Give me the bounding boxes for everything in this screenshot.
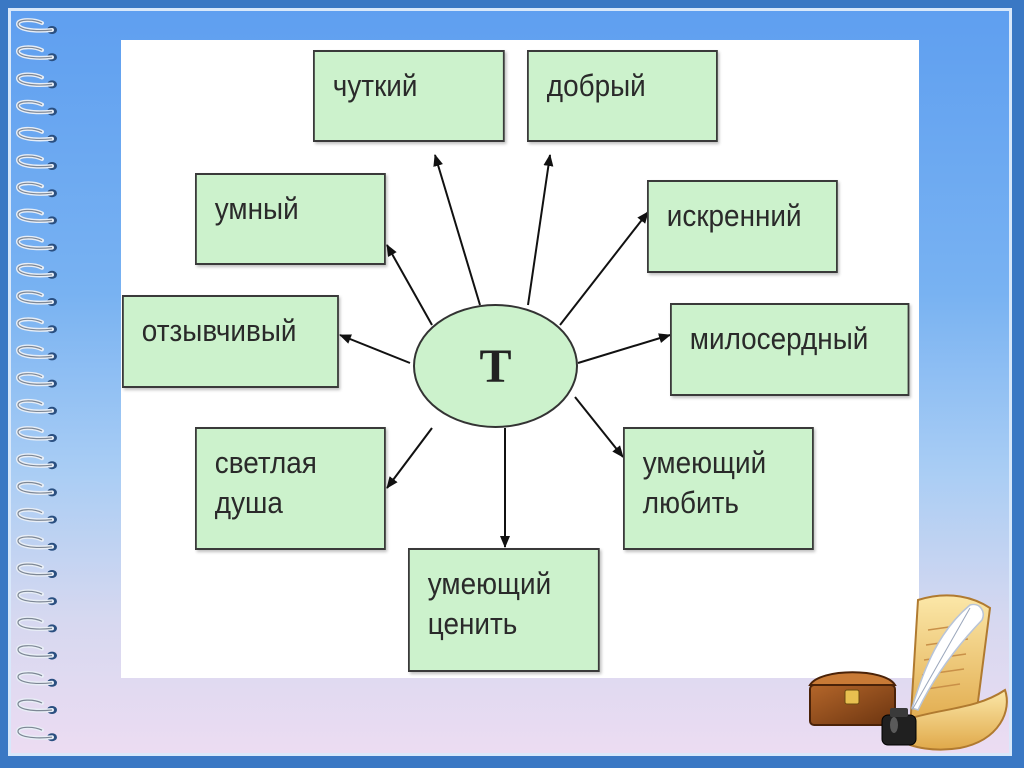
spiral-binding — [15, 18, 57, 742]
node-umeyushchiy-tsenit: умеющий ценить — [408, 548, 600, 672]
binding-ring — [15, 589, 57, 606]
binding-ring — [15, 18, 57, 34]
node-iskrenniy: искренний — [647, 180, 838, 273]
node-chutkiy: чуткий — [313, 50, 505, 142]
inkwell-icon — [881, 708, 917, 746]
binding-ring — [15, 725, 57, 742]
center-node: T — [413, 304, 578, 428]
node-miloserdnyy: милосердный — [670, 303, 910, 396]
binding-ring — [15, 371, 57, 388]
quill-icon — [911, 603, 984, 711]
binding-ring — [15, 344, 57, 361]
center-label: T — [479, 339, 512, 393]
binding-ring — [15, 45, 57, 62]
binding-ring — [15, 72, 57, 89]
binding-ring — [15, 290, 57, 306]
node-umeyushchiy-lyubit: умеющий любить — [623, 427, 814, 550]
binding-ring — [15, 126, 57, 143]
binding-ring — [15, 181, 57, 198]
binding-ring — [15, 426, 57, 442]
binding-ring — [15, 643, 57, 660]
binding-ring — [15, 616, 57, 633]
binding-ring — [15, 208, 57, 225]
binding-ring — [15, 507, 57, 524]
node-umnyy: умный — [195, 173, 386, 265]
binding-ring — [15, 317, 57, 334]
binding-ring — [15, 453, 57, 470]
binding-ring — [15, 534, 57, 551]
binding-ring — [15, 99, 57, 116]
binding-ring — [15, 480, 57, 497]
binding-ring — [15, 154, 57, 170]
scroll-quill-decoration — [808, 594, 1008, 751]
binding-ring — [15, 235, 57, 252]
binding-ring — [15, 698, 57, 714]
node-dobryy: добрый — [527, 50, 718, 142]
binding-ring — [15, 398, 57, 415]
chest-icon — [808, 671, 897, 726]
node-svetlaya-dusha: светлая душа — [195, 427, 386, 550]
binding-ring — [15, 262, 57, 279]
binding-ring — [15, 562, 57, 578]
binding-ring — [15, 670, 57, 687]
node-otzyvchivyy: отзывчивый — [122, 295, 339, 388]
